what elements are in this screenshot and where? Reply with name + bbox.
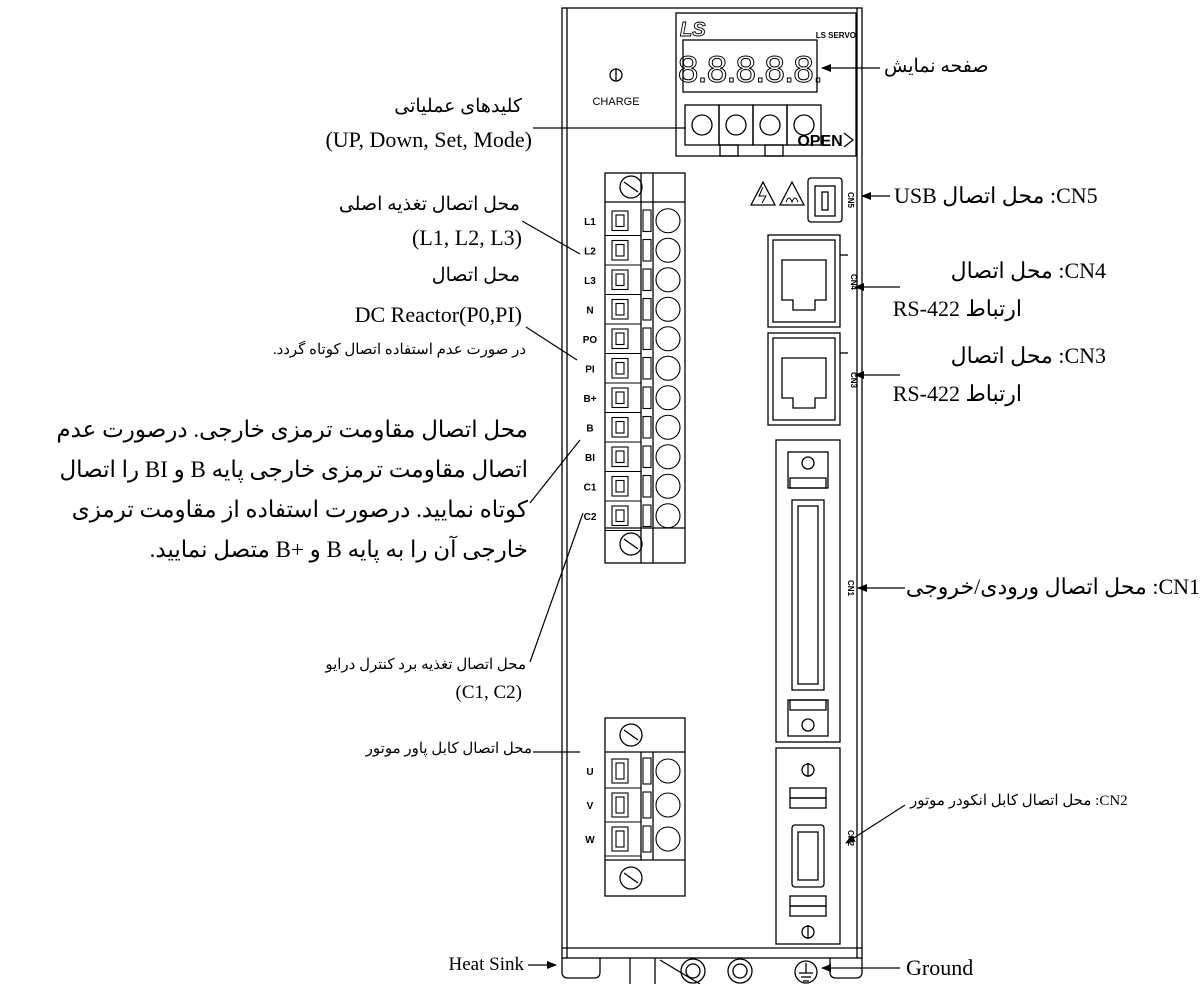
- brake-callout-line4: خارجی آن را به پایه B و +B متصل نمایید.: [149, 537, 528, 562]
- key-up: [684, 104, 720, 146]
- model-badge: LS SERVO: [816, 31, 856, 40]
- brake-callout-line3: کوتاه نمایید. درصورت استفاده از مقاومت ت…: [71, 497, 528, 522]
- terminal-row-v: [605, 791, 681, 823]
- cn5-marking: CN5: [846, 192, 855, 209]
- motor-power-callout: محل اتصال کابل پاور موتور: [365, 741, 532, 757]
- terminal-row-c1: [605, 473, 681, 502]
- hot-surface-icon: [778, 180, 806, 206]
- terminal-label-l2: L2: [584, 246, 596, 257]
- terminal-label-bi: BI: [585, 453, 595, 464]
- cn4-callout-title: CN4: محل اتصال: [950, 258, 1106, 283]
- keys-callout-title: کلیدهای عملیاتی: [394, 96, 522, 117]
- terminal-row-n: [605, 296, 681, 325]
- charge-label: CHARGE: [592, 96, 639, 108]
- terminal-label-bplus: B+: [583, 394, 596, 405]
- cn5-callout: CN5: محل اتصال USB: [894, 183, 1098, 208]
- control-power-callout-title: محل اتصال تغذیه برد کنترل درایو: [325, 657, 526, 673]
- open-label: OPEN: [797, 133, 842, 150]
- terminal-row-b: [605, 414, 681, 443]
- main-power-callout-terminals: (L1, L2, L3): [412, 225, 522, 250]
- main-terminal-block: [604, 172, 686, 564]
- ground-callout: Ground: [906, 955, 974, 980]
- terminal-row-bplus: [605, 385, 681, 414]
- terminal-label-v: V: [587, 801, 594, 812]
- key-set: [752, 104, 788, 146]
- keys-callout-list: (UP, Down, Set, Mode): [325, 127, 532, 152]
- io-connector-cn1: [775, 439, 841, 743]
- heat-sink: [561, 958, 601, 979]
- terminal-label-b: B: [586, 423, 593, 434]
- terminal-row-pi: [605, 355, 681, 384]
- cn4-callout-protocol: ارتباط RS-422: [892, 296, 1022, 321]
- terminal-label-u: U: [586, 767, 593, 778]
- heat-sink-callout: Heat Sink: [448, 954, 524, 975]
- reactor-callout-terminals: DC Reactor(P0,PI): [354, 302, 522, 327]
- usb-port: [807, 177, 843, 223]
- main-power-callout-title: محل اتصال تغذیه اصلی: [338, 194, 520, 215]
- encoder-connector-cn2: [775, 747, 841, 945]
- display-window: [682, 39, 818, 93]
- terminal-label-l3: L3: [584, 276, 596, 287]
- terminal-row-bi: [605, 444, 681, 473]
- ground-terminal-icon: [794, 960, 818, 984]
- cn4-marking: CN4: [849, 274, 858, 291]
- leader-main-power: [521, 220, 581, 255]
- leader-brake: [529, 439, 581, 504]
- motor-terminal-block: [604, 717, 686, 897]
- reactor-callout-note: در صورت عدم استفاده اتصال کوتاه گردد.: [272, 342, 526, 358]
- cn3-callout-title: CN3: محل اتصال: [950, 343, 1106, 368]
- seven-segment-display: 8.8.8.8.8.: [678, 49, 822, 90]
- terminal-row-l2: [605, 237, 681, 266]
- terminal-row-l1: [605, 208, 681, 237]
- cn1-callout: CN1: محل اتصال ورودی/خروجی: [905, 574, 1200, 599]
- terminal-label-n: N: [586, 305, 593, 316]
- terminal-label-po: PO: [583, 335, 598, 346]
- terminal-label-c1: C1: [584, 482, 597, 493]
- terminal-label-c2: C2: [584, 512, 597, 523]
- leader-reactor: [525, 326, 578, 361]
- key-down: [718, 104, 754, 146]
- terminal-row-po: [605, 326, 681, 355]
- cn2-callout: CN2: محل اتصال کابل انکودر موتور: [910, 793, 1128, 809]
- terminal-label-w: W: [585, 835, 595, 846]
- terminal-row-w: [605, 825, 681, 857]
- cn3-marking: CN3: [849, 372, 858, 389]
- reactor-callout-title: محل اتصال: [431, 265, 520, 286]
- brand-logo: LS: [680, 19, 706, 41]
- terminal-row-l3: [605, 267, 681, 296]
- brake-callout-line2: اتصال مقاومت ترمزی خارجی پایه B و BI را …: [59, 457, 528, 482]
- terminal-row-u: [605, 757, 681, 789]
- drive-body: [561, 7, 863, 959]
- cn3-callout-protocol: ارتباط RS-422: [892, 381, 1022, 406]
- key-mode: [786, 104, 822, 146]
- terminal-label-pi: PI: [585, 364, 595, 375]
- rj45-cn4: [767, 234, 841, 328]
- leader-control: [529, 512, 584, 663]
- brake-callout-line1: محل اتصال مقاومت ترمزی خارجی. درصورت عدم: [56, 417, 528, 442]
- warning-triangle-icon: [749, 180, 777, 206]
- cn1-marking: CN1: [846, 580, 855, 597]
- control-power-callout-terminals: (C1, C2): [455, 682, 523, 703]
- terminal-row-c2: [605, 503, 681, 532]
- rj45-cn3: [767, 332, 841, 426]
- leader-cn2: [845, 804, 906, 844]
- display-callout: صفحه نمایش: [884, 56, 989, 77]
- terminal-label-l1: L1: [584, 217, 596, 228]
